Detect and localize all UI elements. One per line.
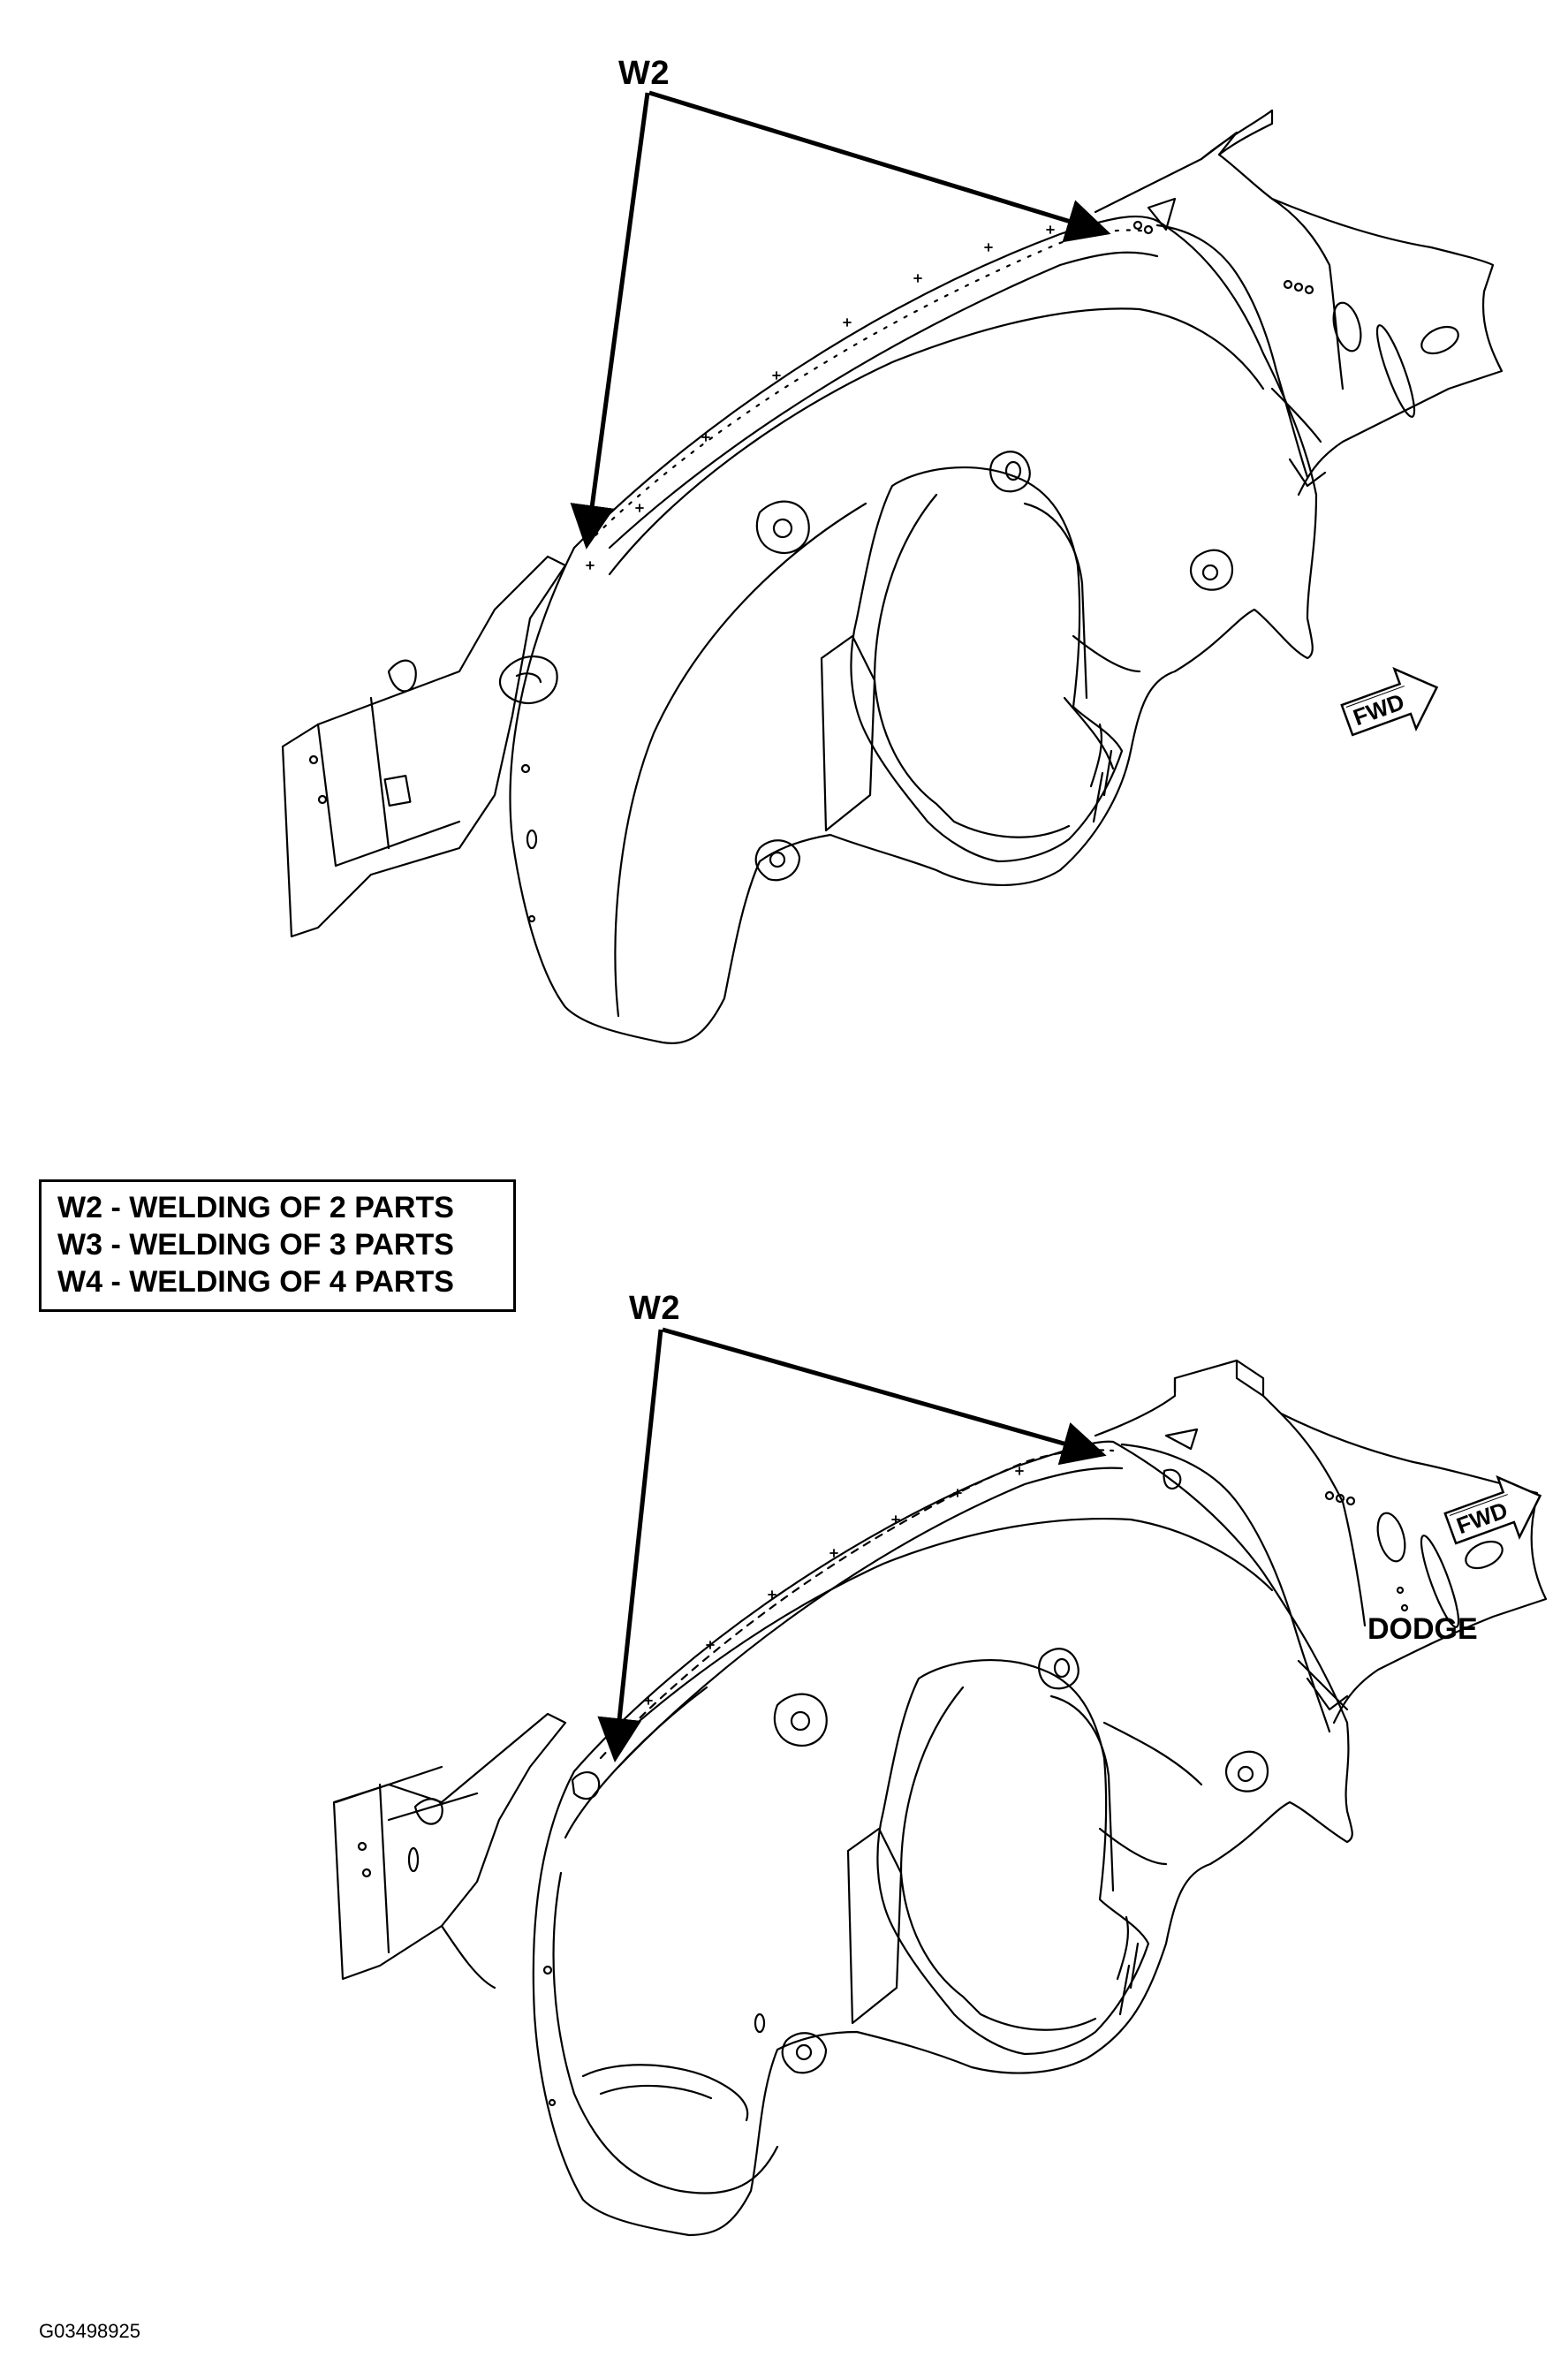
wheelhouse-bottom-view bbox=[332, 1359, 1548, 2237]
top-callout-leaders bbox=[570, 90, 1111, 550]
callout-w2-top: W2 bbox=[618, 55, 670, 92]
weld-legend: W2 - WELDING OF 2 PARTS W3 - WELDING OF … bbox=[39, 1179, 516, 1312]
brand-label: DODGE bbox=[1367, 1612, 1478, 1646]
figure-id: G03498925 bbox=[39, 2320, 140, 2342]
legend-row-w3: W3 - WELDING OF 3 PARTS bbox=[57, 1228, 454, 1262]
wheelhouse-top-view bbox=[281, 109, 1504, 1044]
legend-row-w2: W2 - WELDING OF 2 PARTS bbox=[57, 1191, 454, 1224]
fwd-arrow-top: FWD bbox=[1340, 666, 1439, 737]
callout-w2-bottom: W2 bbox=[629, 1290, 680, 1327]
legend-row-w4: W4 - WELDING OF 4 PARTS bbox=[57, 1265, 454, 1299]
bottom-callout-leaders bbox=[597, 1327, 1107, 1762]
